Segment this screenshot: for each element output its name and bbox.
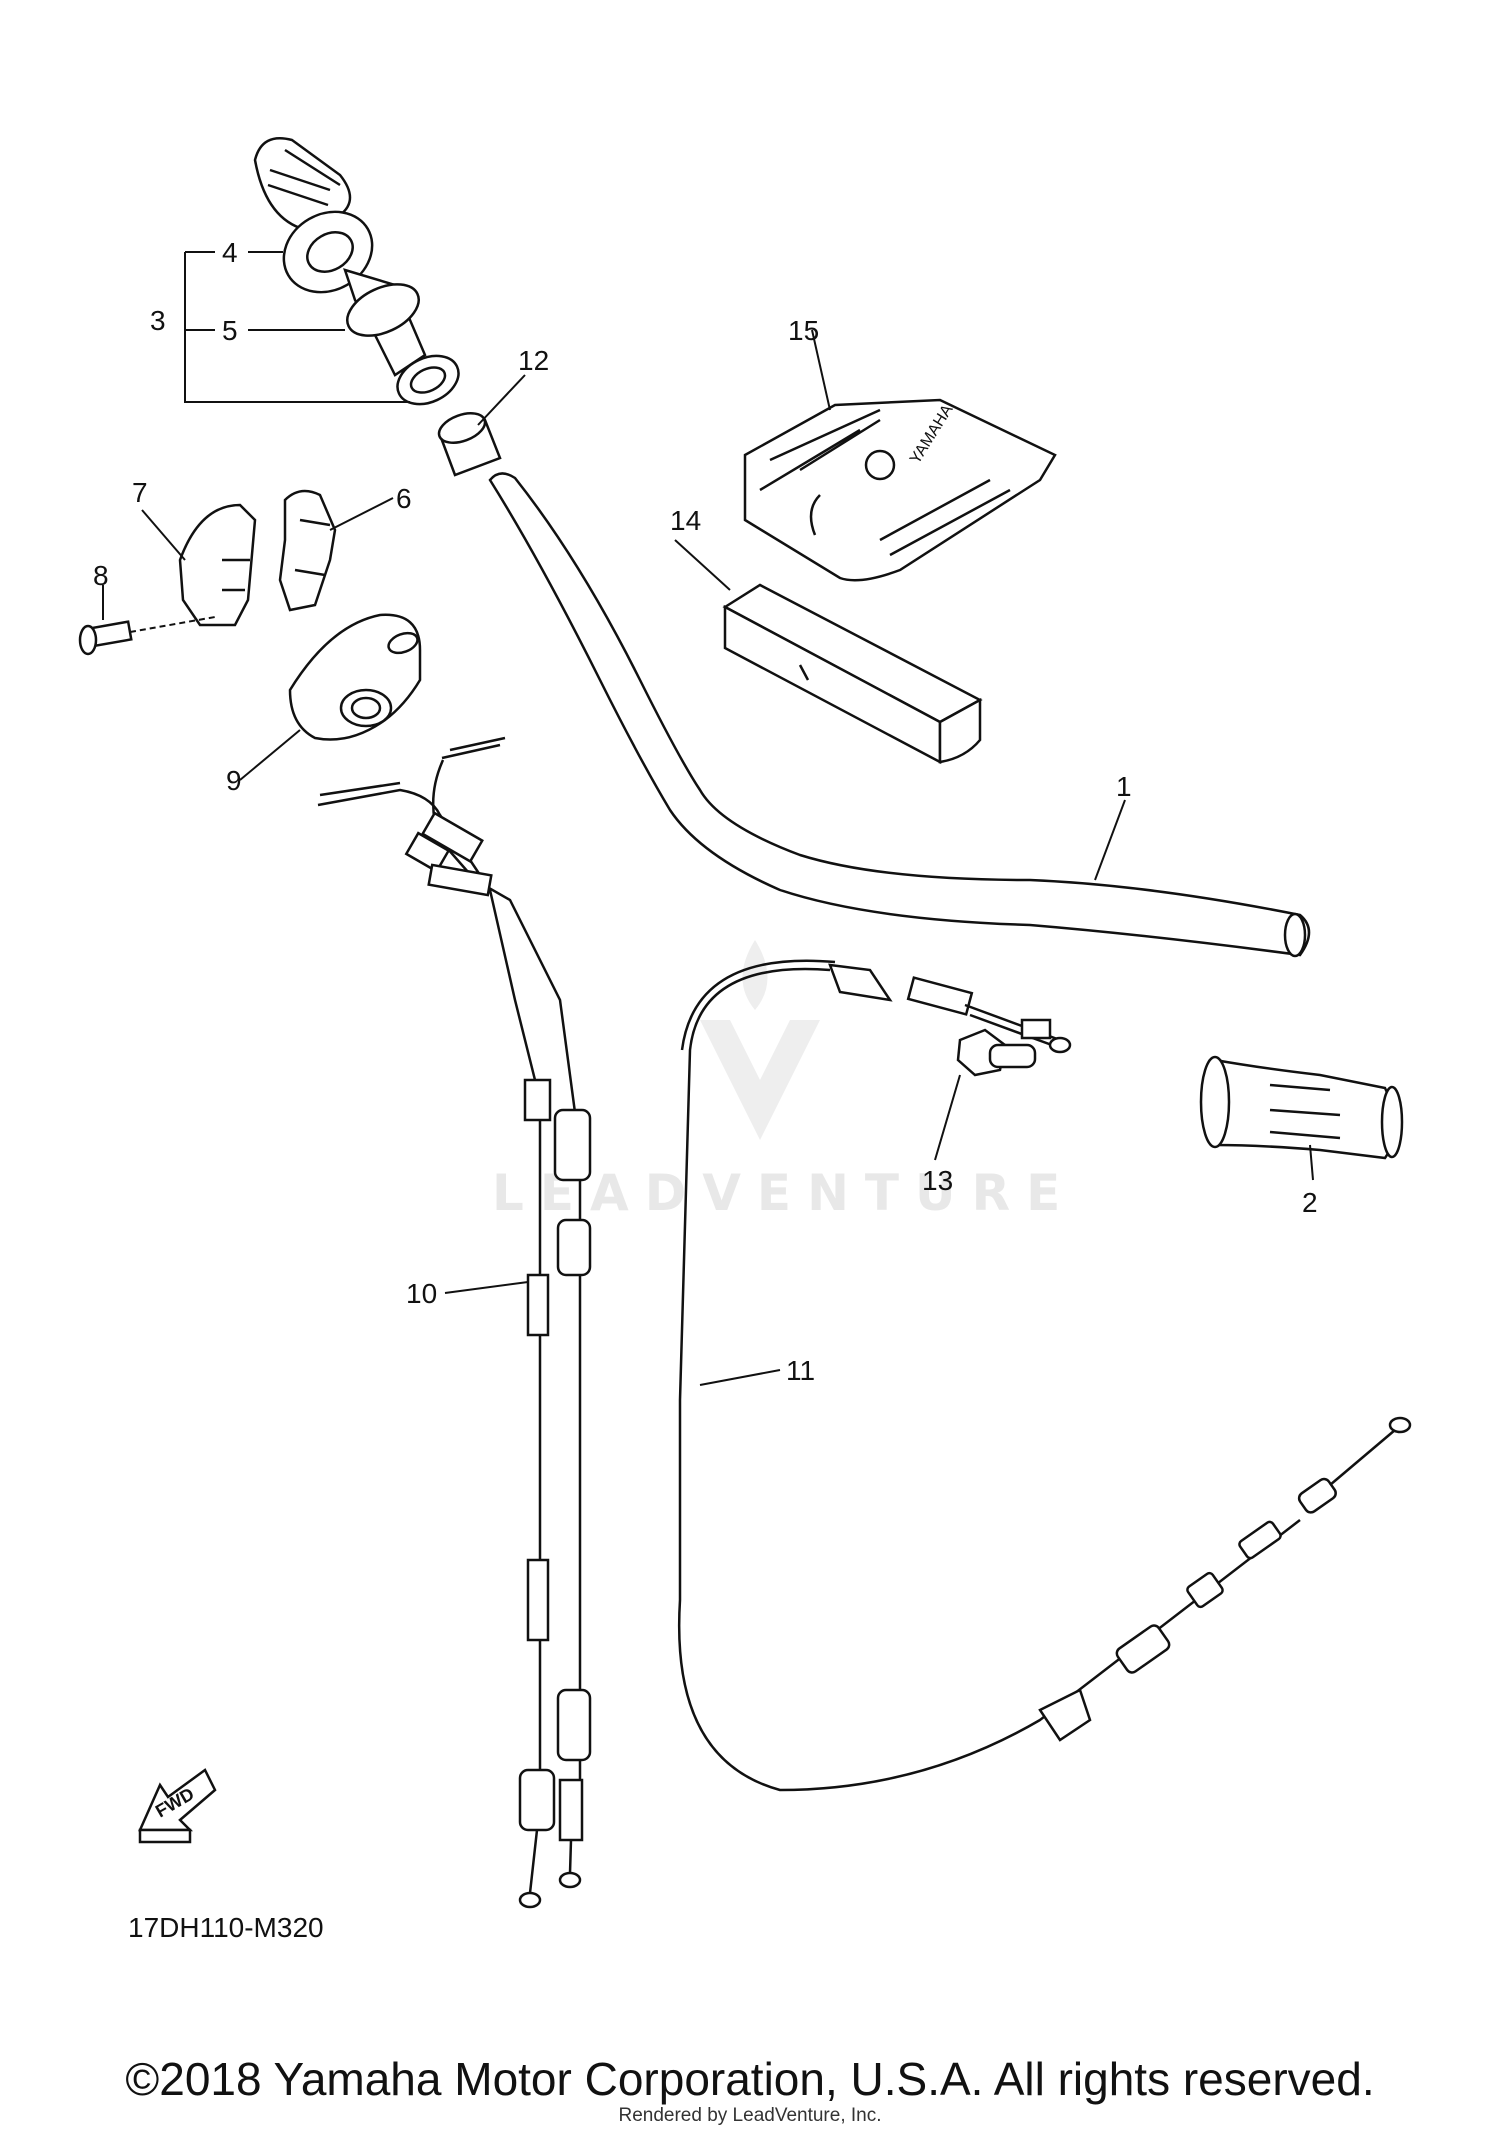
callout-6: 6 [396,483,412,514]
part-1-handlebar [488,472,1311,958]
callout-3-bracket [184,251,410,403]
callout-7: 7 [132,477,148,508]
callout-11: 11 [786,1355,815,1386]
callout-5: 5 [222,315,238,346]
part-9-throttle-housing [288,613,422,741]
part-14-pad [722,583,983,765]
part-13-adjuster [956,1028,1037,1077]
callout-13: 13 [922,1165,953,1196]
part-6-housing [278,489,337,612]
part-8-screw [78,616,216,656]
callout-15: 15 [788,315,819,346]
part-12-collar [437,412,502,477]
part-7-housing [178,503,257,627]
part-2-grip [1199,1055,1404,1160]
diagram-code: 17DH110-M320 [128,1912,324,1943]
part-15-cover: YAMAHA [743,398,1057,582]
callout-9: 9 [226,765,242,796]
part-11-cable [677,959,1412,1792]
copyright-notice: ©2018 Yamaha Motor Corporation, U.S.A. A… [125,2053,1375,2105]
callout-4: 4 [222,237,238,268]
callout-3: 3 [150,305,166,336]
callout-1: 1 [1116,771,1132,802]
callout-12: 12 [518,345,549,376]
callout-2: 2 [1302,1187,1318,1218]
rendered-by-notice: Rendered by LeadVenture, Inc. [618,2105,882,2126]
part-10-throttle-cables [317,736,592,1909]
leadventure-watermark: LEADVENTURE [492,940,1060,1222]
callout-10: 10 [406,1278,437,1309]
fwd-arrow: FWD [138,1768,217,1844]
callouts: 1 2 3 4 5 6 7 8 9 10 11 12 13 14 15 [93,237,1318,1386]
part-5-throttle-tube [343,268,460,406]
callout-14: 14 [670,505,701,536]
callout-8: 8 [93,560,109,591]
leader-lines [102,251,1314,1386]
